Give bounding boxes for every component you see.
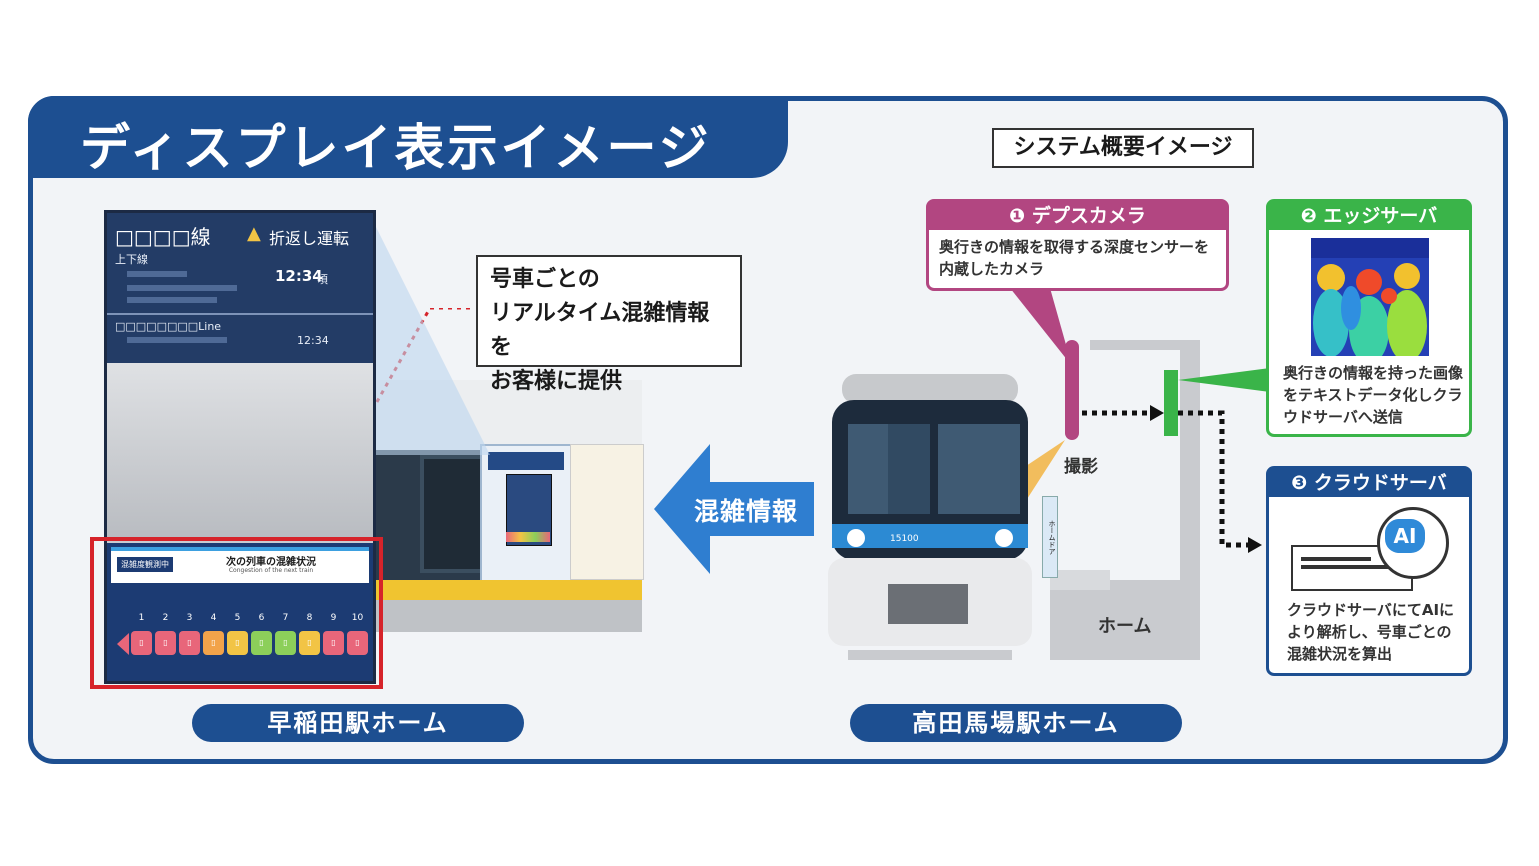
station-right-label: 高田馬場駅ホーム (850, 704, 1182, 742)
ai-badge: AI (1385, 519, 1425, 553)
display-blank-area (107, 363, 373, 538)
cloud-server-box: ❸ クラウドサーバ AI クラウドサーバにてAIにより解析し、号車ごとの混雑状況… (1266, 466, 1472, 676)
depth-image (1311, 238, 1429, 356)
train-front (828, 374, 1032, 664)
warning-icon: ▲ (247, 223, 261, 244)
depth-camera-desc: 奥行きの情報を取得する深度センサーを内蔵したカメラ (939, 236, 1223, 280)
display-direction: 上下線 (115, 251, 148, 267)
placeholder-bar (127, 285, 237, 291)
platform-floor (370, 600, 642, 632)
placeholder-bar (127, 337, 227, 343)
divider (107, 313, 373, 315)
edge-server-heading: ❷ エッジサーバ (1269, 202, 1469, 230)
display-time1-suffix: 頃 (317, 271, 328, 287)
display-time1: 12:34 (275, 267, 323, 285)
platform-display-mini (480, 444, 574, 582)
callout-line-2: リアルタイム混雑情報を (490, 297, 728, 365)
highlight-frame (90, 537, 383, 689)
edge-pointer (1178, 368, 1270, 398)
placeholder-bar (127, 271, 187, 277)
camera-pointer (1010, 288, 1080, 368)
projection-wedge (370, 215, 490, 455)
display-time2: 12:34 (297, 334, 329, 347)
platform-label: ホーム (1098, 612, 1151, 638)
station-left-label: 早稲田駅ホーム (192, 704, 524, 742)
cloud-server-desc: クラウドサーバにてAIにより解析し、号車ごとの混雑状況を算出 (1287, 599, 1462, 665)
callout-box: 号車ごとの リアルタイム混雑情報を お客様に提供 (476, 255, 742, 367)
display-header: □□□□線 ▲ 折返し運転 上下線 12:34 頃 □□□□□□□□Line 1… (107, 213, 373, 363)
callout-line-1: 号車ごとの (490, 263, 728, 297)
callout-line-3: お客様に提供 (490, 365, 728, 399)
system-overview-label: システム概要イメージ (992, 128, 1254, 168)
depth-camera-heading: ❶ デプスカメラ (929, 202, 1226, 230)
depth-camera-box: ❶ デプスカメラ 奥行きの情報を取得する深度センサーを内蔵したカメラ (926, 199, 1229, 291)
display-line-label: □□□□□□□□Line (115, 320, 221, 333)
edge-server-box: ❷ エッジサーバ 奥行きの情報を持った画像をテキストデータ化しクラウドサーバへ送… (1266, 199, 1472, 437)
train-number: 15100 (890, 534, 919, 544)
cloud-server-heading: ❸ クラウドサーバ (1269, 469, 1469, 497)
arrow-label: 混雑情報 (694, 492, 798, 528)
platform-yellow-line (370, 580, 642, 600)
display-alert: 折返し運転 (269, 225, 349, 249)
page-title: ディスプレイ表示イメージ (80, 108, 712, 180)
edge-server-unit (1164, 370, 1178, 436)
placeholder-bar (127, 297, 217, 303)
display-line-name: □□□□線 (115, 221, 211, 250)
platform-cabinet (570, 444, 644, 580)
edge-server-desc: 奥行きの情報を持った画像をテキストデータ化しクラウドサーバへ送信 (1283, 362, 1463, 428)
